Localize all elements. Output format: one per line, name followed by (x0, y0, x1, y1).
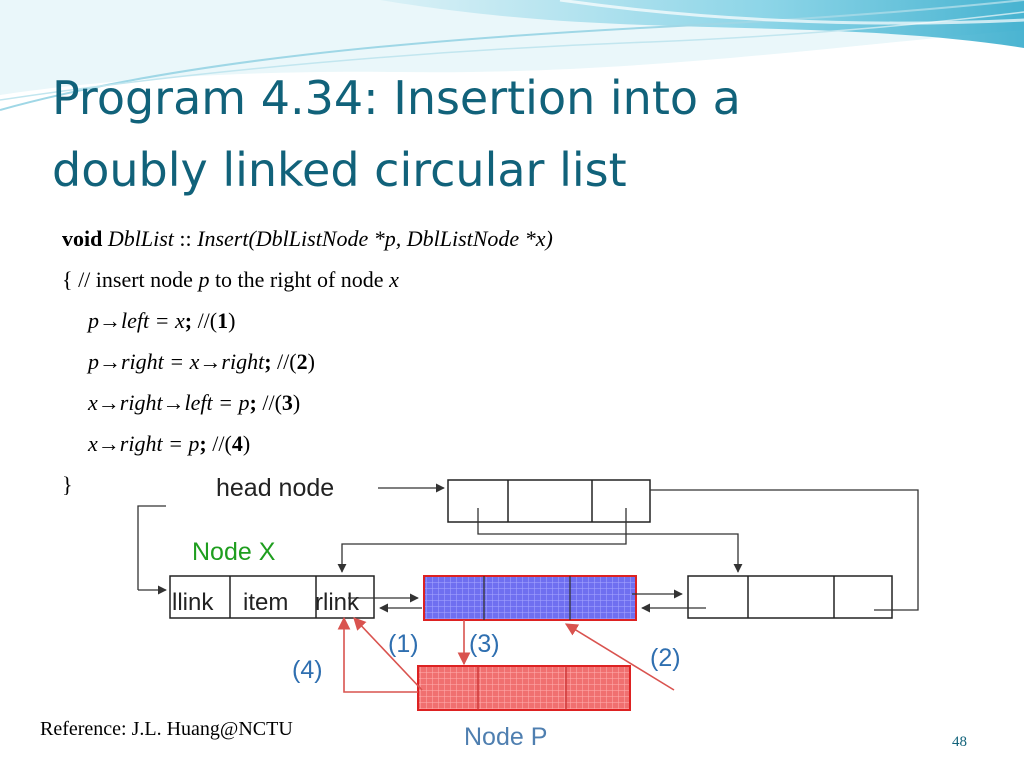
stmt-value: p (188, 431, 200, 456)
stmt-semi: ; (199, 431, 207, 456)
head-node-label: head node (216, 474, 334, 502)
stmt-target: x→right (88, 431, 163, 456)
slide-title: Program 4.34: Insertion into a doubly li… (52, 62, 992, 206)
stmt-close: ) (242, 431, 251, 456)
comment-x: x (389, 267, 399, 292)
new-links (337, 616, 675, 693)
stmt-eq: = (162, 431, 189, 456)
stmt-comment: //( (262, 390, 282, 415)
arrow-step-4 (337, 616, 418, 693)
stmt-step-number: 1 (217, 308, 229, 333)
stmt-value: x (174, 308, 185, 333)
stmt-close: ) (228, 308, 236, 333)
node-p-label: Node P (464, 723, 547, 751)
stmt-value: x→right (189, 349, 265, 374)
stmt-close: ) (292, 390, 301, 415)
stmt-semi: ; (264, 349, 272, 374)
arrow-step-2 (564, 623, 675, 691)
open-brace: { (62, 267, 73, 292)
stmt-value: p (238, 390, 250, 415)
keyword-void: void (62, 226, 103, 251)
code-line-4: x→right = p; //(4) (88, 429, 250, 459)
scope-operator: :: (173, 226, 198, 251)
stmt-close: ) (307, 349, 315, 374)
stmt-target: p→right (88, 349, 164, 374)
code-signature: void DblList :: Insert(DblListNode *p, D… (62, 224, 553, 254)
head-node (447, 479, 651, 523)
stmt-comment: //( (212, 431, 232, 456)
list-links (137, 489, 919, 613)
code-line-1: p→left = x; //(1) (88, 306, 235, 336)
insertion-diagram: head node Node X llink item rlink (137, 474, 919, 751)
comment-pre: // insert node (72, 267, 199, 292)
stmt-target: p→left (88, 308, 150, 333)
comment-p: p (198, 267, 210, 292)
node-x-label: Node X (192, 538, 276, 566)
code-close-brace: } (62, 472, 73, 497)
field-item: item (243, 589, 288, 616)
stmt-step-number: 2 (296, 349, 308, 374)
stmt-eq: = (163, 349, 190, 374)
page-number: 48 (952, 734, 967, 750)
stmt-comment: //( (277, 349, 297, 374)
stmt-semi: ; (249, 390, 257, 415)
method-params: (DblListNode *p, DblListNode *x) (248, 226, 553, 251)
title-line-2: doubly linked circular list (52, 143, 627, 197)
stmt-eq: = (212, 390, 239, 415)
field-llink: llink (172, 589, 214, 616)
right-node (687, 575, 893, 619)
comment-mid: to the right of node (209, 267, 390, 292)
step-label-4: (4) (292, 656, 323, 684)
step-label-2: (2) (650, 644, 681, 672)
stmt-eq: = (149, 308, 175, 333)
code-line-2: p→right = x→right; //(2) (88, 347, 315, 377)
method-name: Insert (197, 226, 249, 251)
node-p (417, 665, 631, 711)
stmt-step-number: 3 (281, 390, 293, 415)
title-line-1: Program 4.34: Insertion into a (52, 71, 741, 125)
inserted-node (423, 575, 637, 621)
code-line-3: x→right→left = p; //(3) (88, 388, 300, 418)
field-rlink: rlink (315, 589, 360, 616)
stmt-comment: //( (197, 308, 218, 333)
class-name: DblList (107, 226, 174, 251)
reference-note: Reference: J.L. Huang@NCTU (40, 718, 293, 740)
stmt-step-number: 4 (231, 431, 243, 456)
node-x: llink item rlink (169, 575, 375, 619)
step-label-1: (1) (388, 630, 419, 658)
arrow-step-1 (353, 617, 423, 691)
step-label-3: (3) (469, 630, 500, 658)
stmt-target: x→right→left (88, 390, 213, 415)
code-open-brace-line: { // insert node p to the right of node … (62, 265, 399, 295)
stmt-semi: ; (184, 308, 193, 333)
